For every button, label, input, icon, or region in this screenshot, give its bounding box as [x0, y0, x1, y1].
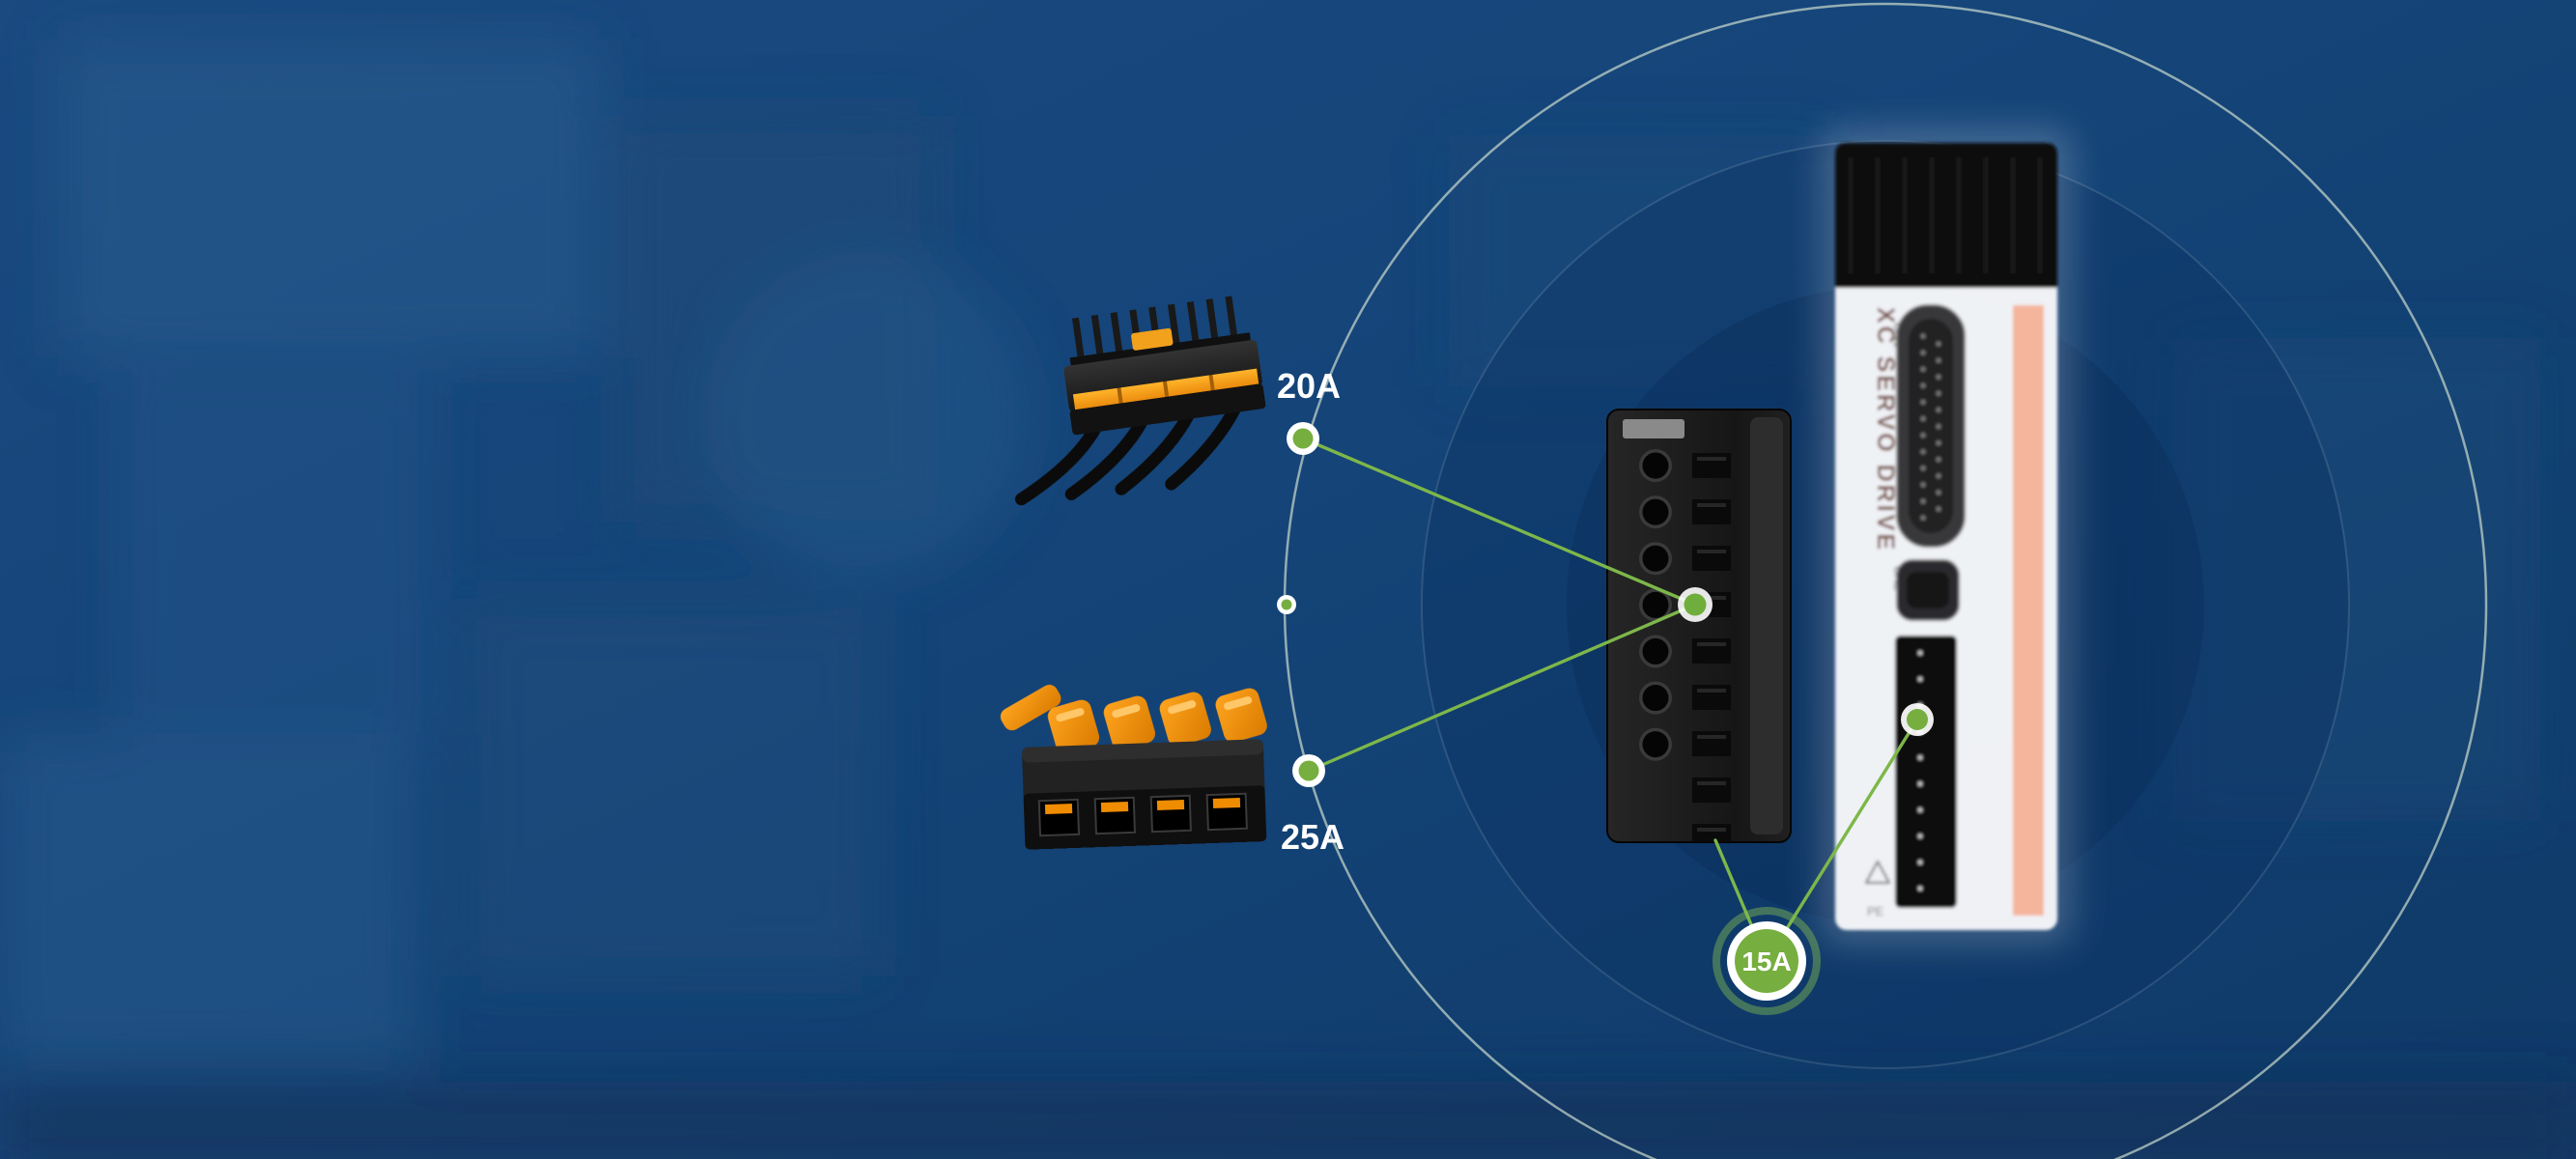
- connector-25a-ports: [1037, 792, 1248, 837]
- drive-orange-strip: [2013, 305, 2044, 916]
- badge-15a-core: [1735, 929, 1798, 993]
- drive-heatsink-cap: [1835, 143, 2057, 288]
- callout-line-20a: [1301, 437, 1697, 607]
- hotspot-drive[interactable]: [1901, 703, 1934, 736]
- connector-25a-levers: [1000, 684, 1267, 754]
- badge-15a-label: 15A: [1741, 947, 1791, 976]
- terminal-block-side-face: [1750, 417, 1783, 834]
- connector-20a-product: [1014, 296, 1266, 506]
- connector-20a-strip-dividers: [1117, 374, 1215, 406]
- drive-cn1-inner: [1909, 319, 1953, 533]
- hotspot-mid: [1277, 595, 1296, 614]
- connector-20a-base: [1069, 383, 1266, 436]
- hotspot-terminal-block[interactable]: [1678, 587, 1713, 622]
- drive-pe-label: PE: [1867, 904, 1884, 919]
- label-20a: 20A: [1277, 366, 1341, 406]
- terminal-block-label-plate: [1623, 419, 1684, 438]
- badge-15a-halo: [1713, 907, 1821, 1015]
- ghost-imagery: [0, 39, 2576, 1159]
- connector-20a-latch: [1131, 327, 1174, 351]
- warning-triangle-icon: [1864, 860, 1891, 885]
- connector-25a-body-top: [1022, 739, 1263, 763]
- connector-25a-product: [1000, 684, 1267, 850]
- callout-line-15a-right: [1765, 718, 1919, 963]
- connector-25a-front: [1023, 785, 1267, 850]
- hotspot-25a[interactable]: [1292, 754, 1325, 787]
- hotspot-20a[interactable]: [1287, 422, 1319, 455]
- drive-power-connector: [1895, 636, 1957, 908]
- drive-side-text: XC SERVO DRIVE: [1872, 307, 1899, 552]
- connector-20a-pins: [1071, 296, 1238, 365]
- terminal-block: [1606, 409, 1792, 843]
- servo-drive: XC SERVO DRIVE CN1 CN2 PE: [1835, 143, 2057, 930]
- callout-line-25a: [1307, 603, 1697, 773]
- badge-15a[interactable]: 15A: [1713, 907, 1821, 1015]
- drive-cn2-inner: [1907, 572, 1949, 608]
- label-25a: 25A: [1281, 817, 1345, 857]
